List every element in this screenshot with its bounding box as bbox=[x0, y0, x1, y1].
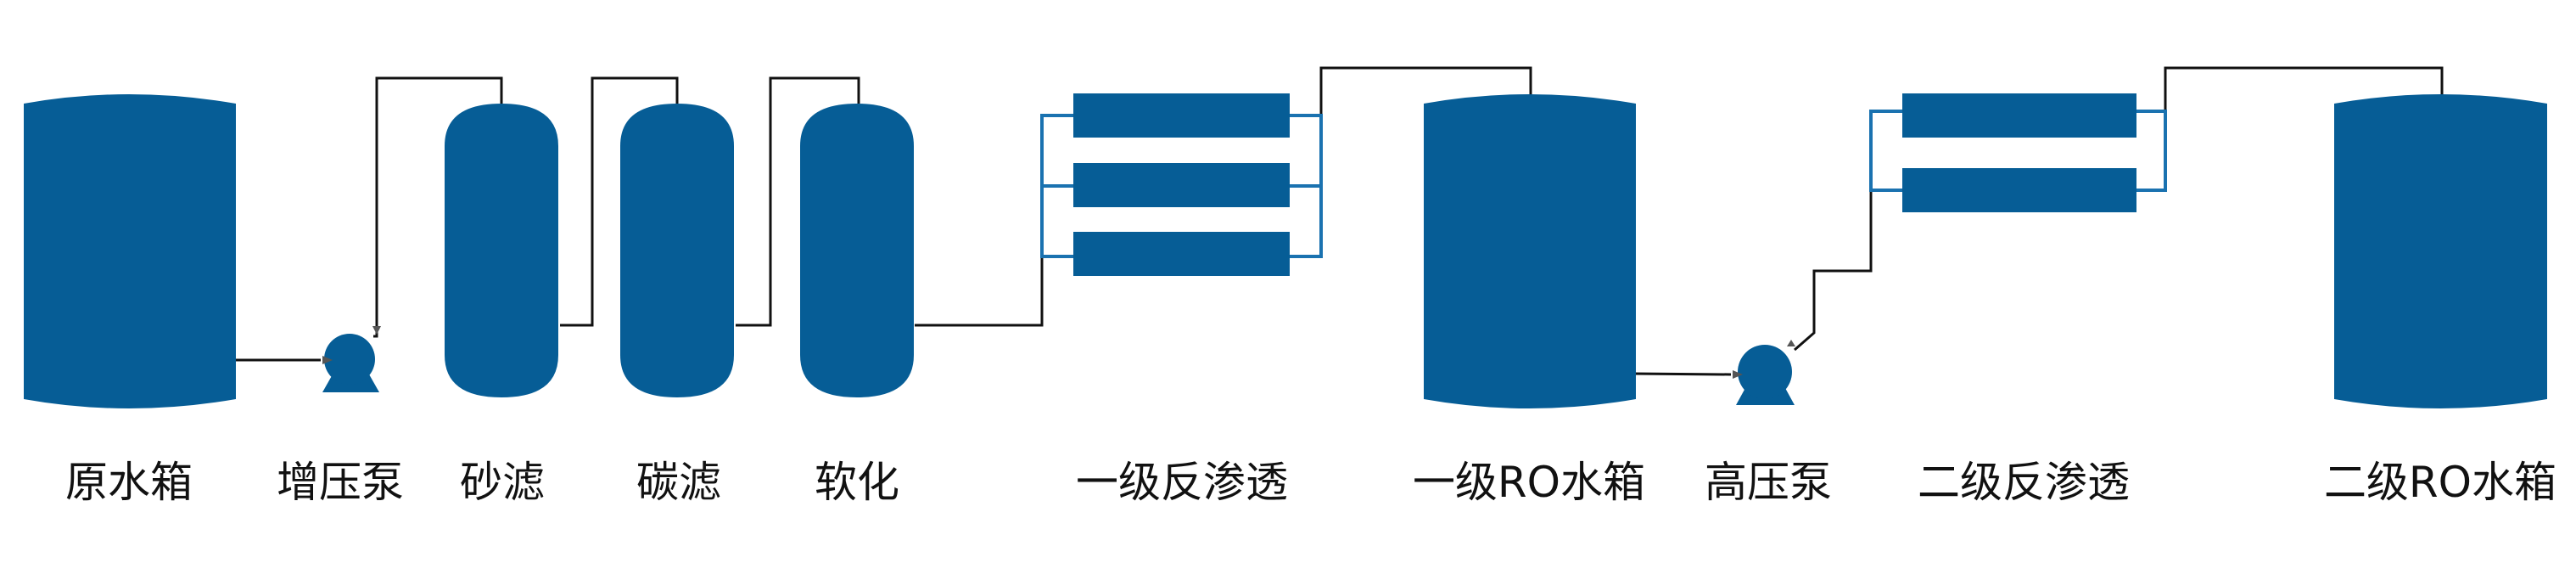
ro2-water-tank-body bbox=[2334, 94, 2547, 408]
softener-vessel bbox=[800, 104, 914, 397]
softener bbox=[800, 104, 914, 397]
label-raw-tank: 原水箱 bbox=[65, 458, 193, 507]
label-softener: 软化 bbox=[815, 458, 899, 507]
sand-filter-vessel bbox=[445, 104, 558, 397]
booster-pump-outlet-arrow bbox=[372, 326, 381, 335]
pipe-ro1-to-ro1-tank bbox=[1319, 66, 1532, 117]
carbon-filter-vessel bbox=[620, 104, 734, 397]
pipe-hp-pump-to-ro2 bbox=[1794, 191, 1873, 352]
label-ro2-tank: 二级RO水箱 bbox=[2324, 458, 2556, 507]
ro2-membrane-1 bbox=[1902, 93, 2136, 138]
pipe-booster-pump-to-sand-filter bbox=[373, 76, 503, 338]
hp-pump-inlet-arrow bbox=[1733, 370, 1743, 379]
pipe-carbon-to-softener bbox=[736, 76, 860, 327]
ro1-water-tank-body bbox=[1424, 94, 1636, 408]
label-hp-pump: 高压泵 bbox=[1705, 458, 1832, 507]
pipe-ro2-to-ro2-tank bbox=[2164, 66, 2444, 113]
label-ro1-tank: 一级RO水箱 bbox=[1413, 458, 1645, 507]
ro1-membrane-2 bbox=[1073, 163, 1290, 207]
ro2-membrane-2 bbox=[1902, 168, 2136, 212]
label-booster-pump: 增压泵 bbox=[277, 458, 404, 507]
ro1-water-tank bbox=[1424, 94, 1636, 408]
label-ro1: 一级反渗透 bbox=[1076, 458, 1288, 507]
raw-water-tank bbox=[24, 94, 236, 408]
sand-filter bbox=[445, 104, 558, 397]
carbon-filter bbox=[620, 104, 734, 397]
ro2-inlet-header bbox=[1869, 110, 1902, 192]
label-carbon-filter: 碳滤 bbox=[636, 458, 721, 507]
pipe-sand-to-carbon-filter bbox=[560, 76, 679, 327]
ro2-water-tank bbox=[2334, 94, 2547, 408]
ro1-membrane-3 bbox=[1073, 232, 1290, 276]
hp-pump-outlet-arrow bbox=[1787, 340, 1795, 346]
ro2-outlet-header bbox=[2136, 110, 2167, 192]
booster-pump bbox=[322, 326, 381, 392]
booster-pump-body bbox=[324, 334, 375, 385]
label-sand-filter: 砂滤 bbox=[460, 458, 545, 507]
pipe-softener-to-ro1 bbox=[915, 256, 1044, 327]
high-pressure-pump bbox=[1733, 340, 1795, 405]
pipe-network bbox=[236, 66, 2444, 376]
booster-pump-inlet-arrow bbox=[322, 356, 333, 364]
equipment-labels: 原水箱 增压泵 砂滤 碳滤 软化 一级反渗透 一级RO水箱 高压泵 二级反渗透 … bbox=[65, 458, 2556, 507]
label-ro2: 二级反渗透 bbox=[1918, 458, 2130, 507]
first-stage-ro bbox=[1040, 93, 1323, 276]
second-stage-ro bbox=[1869, 93, 2167, 212]
raw-water-tank-body bbox=[24, 94, 236, 408]
ro1-membrane-1 bbox=[1073, 93, 1290, 138]
hp-pump-body bbox=[1738, 345, 1792, 399]
